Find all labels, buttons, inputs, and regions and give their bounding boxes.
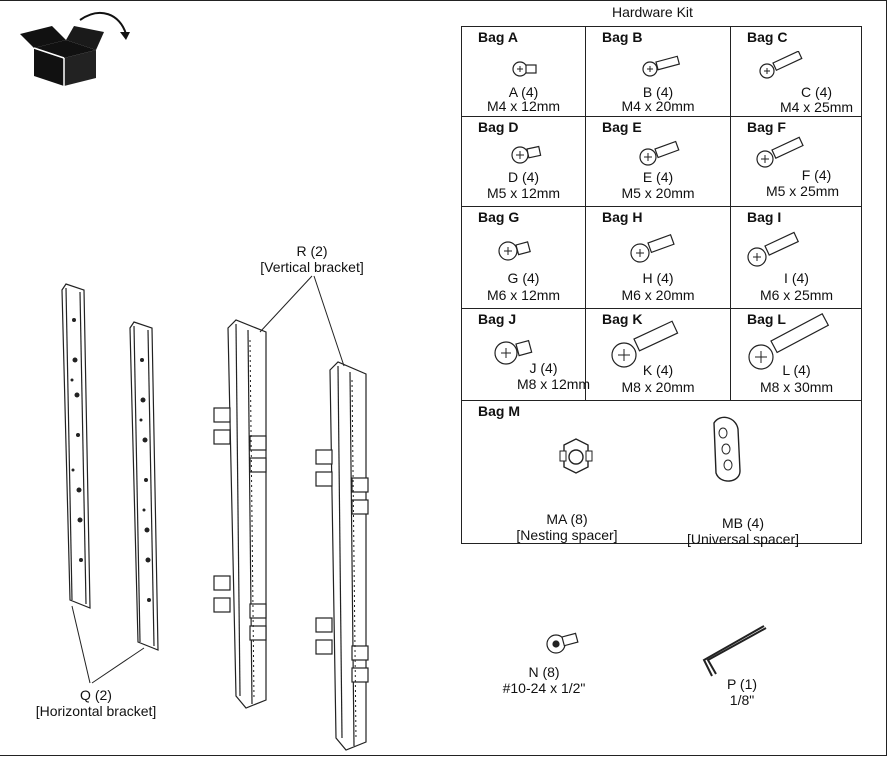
- screw-icon: [611, 320, 679, 368]
- part-id: D (4): [507, 169, 540, 185]
- screw-icon: [748, 312, 830, 370]
- part-size: M8 x 30mm: [759, 379, 834, 395]
- nesting-spacer-icon: [559, 438, 593, 474]
- bag-title: Bag H: [602, 209, 643, 225]
- bag-title: Bag J: [478, 311, 517, 327]
- bag-cell: Bag J J (4) M8 x 12mm: [462, 309, 590, 401]
- screw-icon: [759, 51, 803, 79]
- bracket-q-name: [Horizontal bracket]: [35, 703, 157, 719]
- bag-cell: Bag L L (4) M8 x 30mm: [731, 309, 862, 401]
- bracket-r-name: [Vertical bracket]: [260, 259, 364, 275]
- part-id: I (4): [784, 270, 809, 286]
- bag-title: Bag C: [747, 29, 788, 45]
- bag-title: Bag G: [478, 209, 520, 225]
- part-size: M5 x 20mm: [621, 185, 695, 201]
- bag-cell: Bag G G (4) M6 x 12mm: [462, 207, 586, 309]
- bag-title: Bag M: [478, 403, 520, 419]
- bag-title: Bag E: [602, 119, 642, 135]
- bag-cell: Bag C C (4) M4 x 25mm: [731, 27, 862, 117]
- part-n-label: N (8) #10-24 x 1/2": [490, 664, 598, 696]
- hex-key-icon: [702, 625, 767, 677]
- part-size: M5 x 25mm: [765, 183, 840, 199]
- part-size: M6 x 12mm: [486, 287, 561, 303]
- open-box-icon: [20, 11, 130, 86]
- bracket-q-id: Q (2): [80, 687, 112, 703]
- part-size: M4 x 12mm: [486, 98, 561, 114]
- bracket-q-label: Q (2) [Horizontal bracket]: [28, 687, 164, 719]
- bag-cell: Bag D D (4) M5 x 12mm: [462, 117, 586, 207]
- part-id: B (4): [642, 84, 674, 100]
- bag-cell: Bag E E (4) M5 x 20mm: [586, 117, 731, 207]
- bag-title: Bag K: [602, 311, 643, 327]
- screw-icon: [642, 55, 681, 77]
- screw-icon: [511, 145, 542, 164]
- horizontal-bracket-illustration: [61, 283, 159, 651]
- part-size: M8 x 20mm: [621, 379, 695, 395]
- part-ma-name: [Nesting spacer]: [516, 527, 618, 543]
- part-id: H (4): [642, 270, 674, 286]
- part-id: A (4): [508, 84, 539, 100]
- screw-icon: [512, 61, 537, 77]
- screw-icon: [494, 339, 533, 365]
- part-size: M6 x 25mm: [759, 287, 834, 303]
- part-id: J (4): [529, 360, 558, 376]
- hardware-kit-title: Hardware Kit: [612, 4, 693, 20]
- part-size: M6 x 20mm: [621, 287, 695, 303]
- bag-title: Bag B: [602, 29, 643, 45]
- part-size: M4 x 20mm: [621, 98, 695, 114]
- part-size: M8 x 12mm: [516, 376, 591, 392]
- bag-title: Bag F: [747, 119, 786, 135]
- bag-cell: Bag I I (4) M6 x 25mm: [731, 207, 862, 309]
- bag-title: Bag D: [478, 119, 519, 135]
- hardware-kit-table: Bag A A (4) M4 x 12mm Bag B B (4) M4 x 2…: [461, 26, 862, 547]
- bag-m-cell: Bag M MA (8) [Nesting spacer] MB (4) [Un…: [462, 401, 862, 547]
- part-p-size: 1/8": [729, 692, 755, 708]
- bag-cell: Bag H H (4) M6 x 20mm: [586, 207, 731, 309]
- bag-cell: Bag F F (4) M5 x 25mm: [731, 117, 862, 207]
- part-n-id: N (8): [528, 664, 560, 680]
- bag-cell: Bag A A (4) M4 x 12mm: [462, 27, 586, 117]
- bag-title: Bag I: [747, 209, 782, 225]
- part-id: E (4): [642, 169, 674, 185]
- part-n-size: #10-24 x 1/2": [502, 680, 586, 696]
- screw-icon: [546, 632, 579, 654]
- bracket-r-label: R (2) [Vertical bracket]: [252, 243, 372, 275]
- screw-icon: [639, 140, 680, 166]
- bag-cell: Bag K K (4) M8 x 20mm: [586, 309, 731, 401]
- part-ma-id: MA (8): [546, 511, 588, 527]
- screw-icon: [747, 231, 800, 267]
- bracket-r-id: R (2): [296, 243, 328, 259]
- part-id: C (4): [800, 84, 833, 100]
- part-size: M4 x 25mm: [779, 99, 854, 115]
- part-mb-name: [Universal spacer]: [686, 531, 800, 547]
- screw-icon: [630, 234, 675, 263]
- screw-icon: [498, 241, 531, 261]
- part-id: L (4): [782, 362, 811, 378]
- part-p-label: P (1) 1/8": [712, 676, 772, 708]
- universal-spacer-icon: [713, 416, 741, 482]
- part-size: M5 x 12mm: [486, 185, 561, 201]
- bag-title: Bag A: [478, 29, 518, 45]
- part-p-id: P (1): [726, 676, 758, 692]
- bracket-holes: [70, 318, 151, 602]
- part-id: F (4): [801, 167, 832, 183]
- bag-cell: Bag B B (4) M4 x 20mm: [586, 27, 731, 117]
- part-id: G (4): [507, 270, 540, 286]
- vertical-bracket-illustration: [213, 319, 369, 751]
- screw-icon: [756, 136, 804, 168]
- bag-title: Bag L: [747, 311, 786, 327]
- part-id: K (4): [642, 362, 674, 378]
- part-mb-id: MB (4): [722, 515, 764, 531]
